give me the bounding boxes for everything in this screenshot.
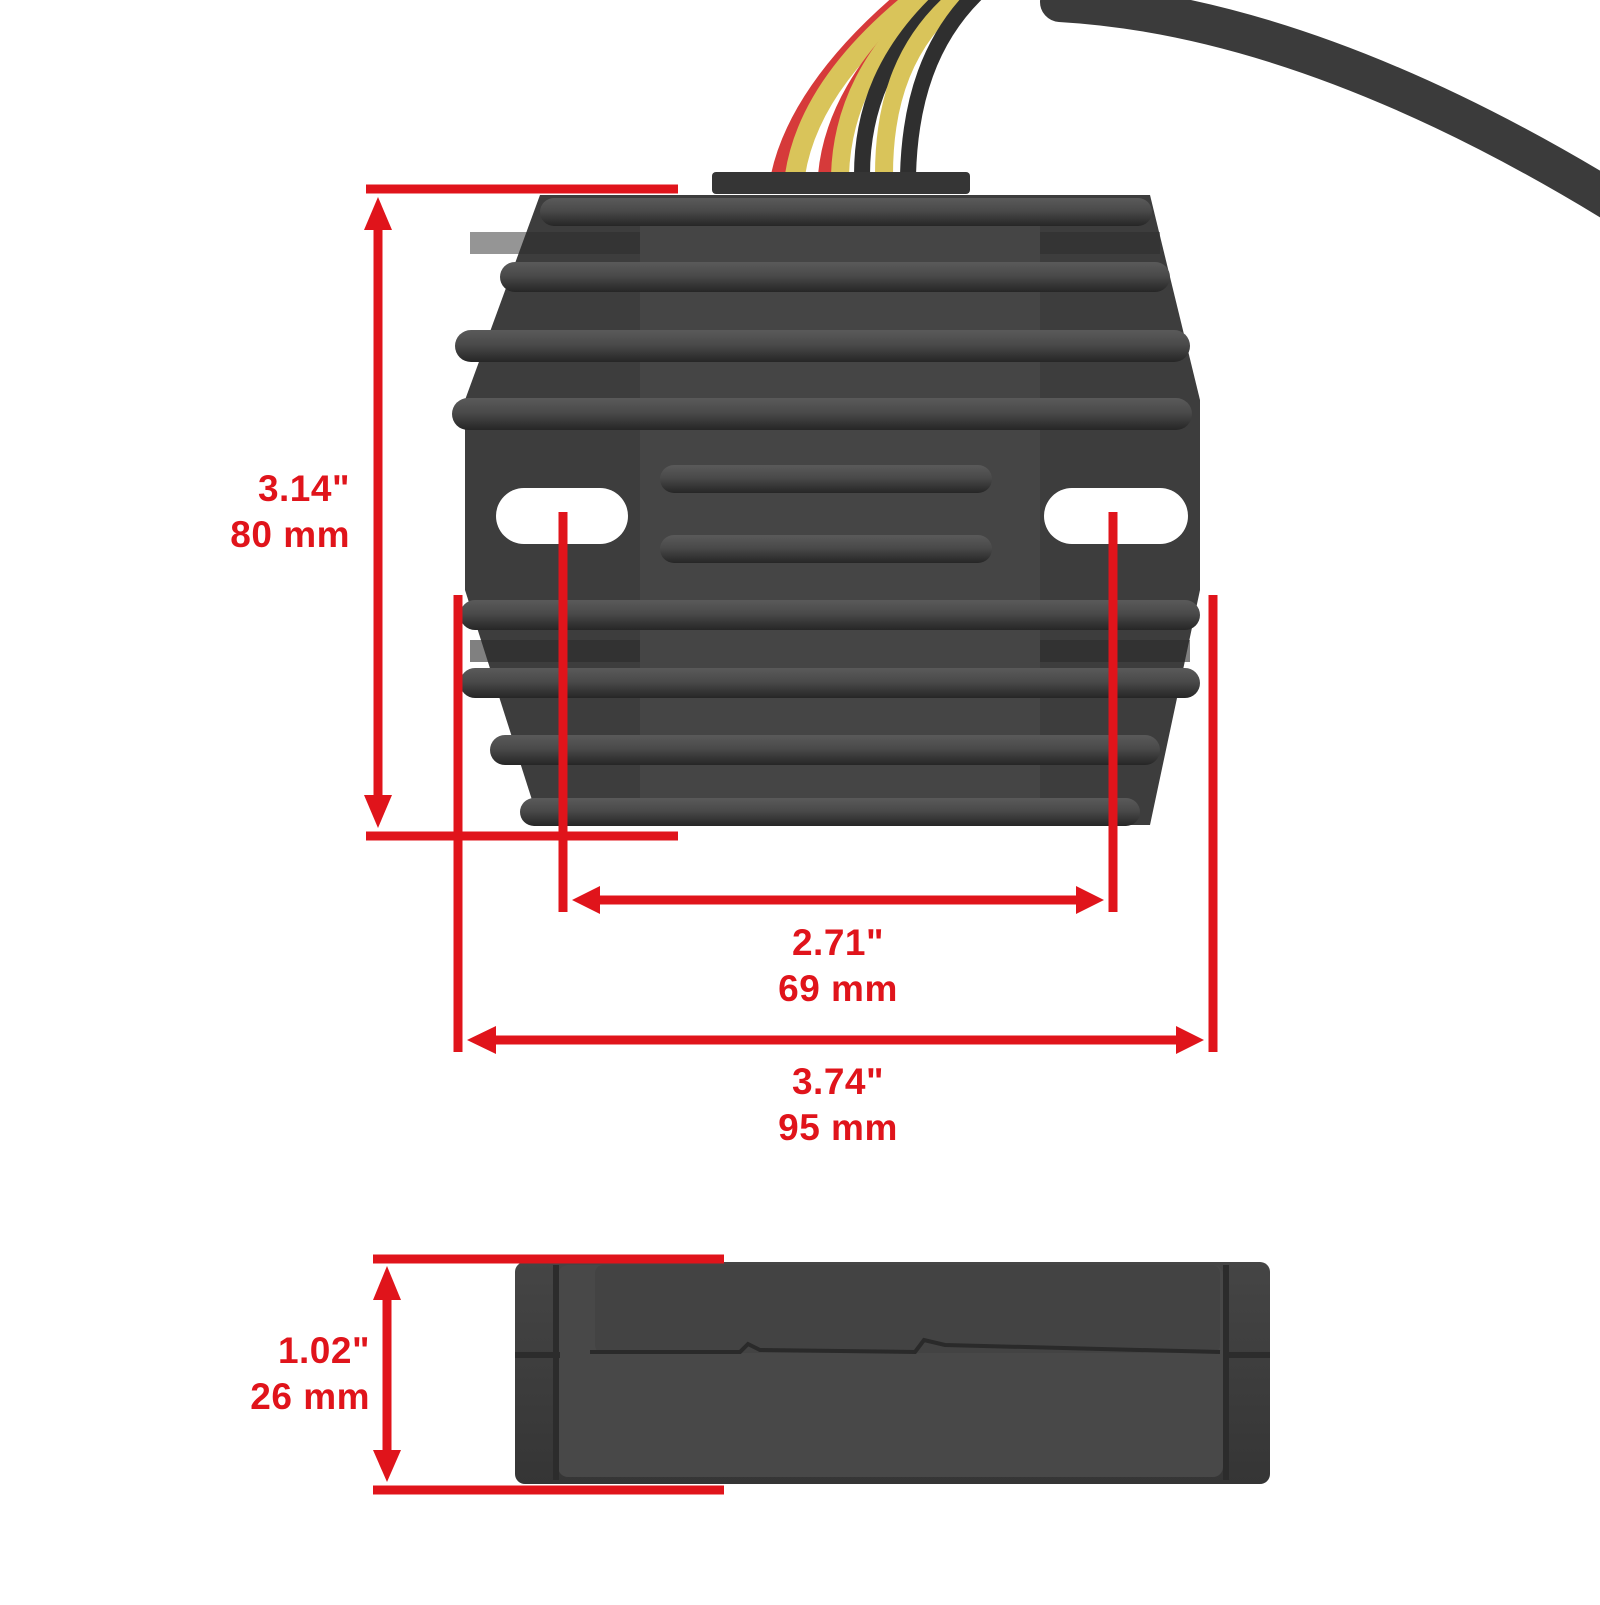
height-label: 3.14" 80 mm bbox=[170, 466, 350, 558]
arrow-up-icon bbox=[364, 197, 392, 230]
arrow-down-icon bbox=[373, 1450, 401, 1482]
thickness-mm: 26 mm bbox=[250, 1376, 370, 1417]
power-cable bbox=[1040, 0, 1600, 218]
width-label: 3.74" 95 mm bbox=[738, 1059, 938, 1151]
hole-spacing-mm: 69 mm bbox=[778, 968, 898, 1009]
width-inches: 3.74" bbox=[791, 1061, 885, 1102]
arrow-left-icon bbox=[572, 886, 600, 914]
height-mm: 80 mm bbox=[230, 514, 350, 555]
thickness-label: 1.02" 26 mm bbox=[180, 1328, 370, 1420]
arrow-right-icon bbox=[1076, 886, 1104, 914]
width-mm: 95 mm bbox=[778, 1107, 898, 1148]
arrow-up-icon bbox=[373, 1266, 401, 1300]
regulator-side-view bbox=[515, 1262, 1270, 1484]
wire-connector bbox=[712, 172, 970, 194]
arrow-left-icon bbox=[467, 1026, 496, 1054]
height-inches: 3.14" bbox=[257, 468, 350, 509]
arrow-down-icon bbox=[364, 795, 392, 828]
hole-spacing-inches: 2.71" bbox=[791, 922, 885, 963]
thickness-inches: 1.02" bbox=[277, 1330, 370, 1371]
arrow-right-icon bbox=[1176, 1026, 1204, 1054]
dimension-lines bbox=[364, 184, 1218, 1495]
hole-spacing-label: 2.71" 69 mm bbox=[738, 920, 938, 1012]
regulator-front-view bbox=[452, 195, 1200, 826]
wire-harness bbox=[771, 0, 982, 185]
